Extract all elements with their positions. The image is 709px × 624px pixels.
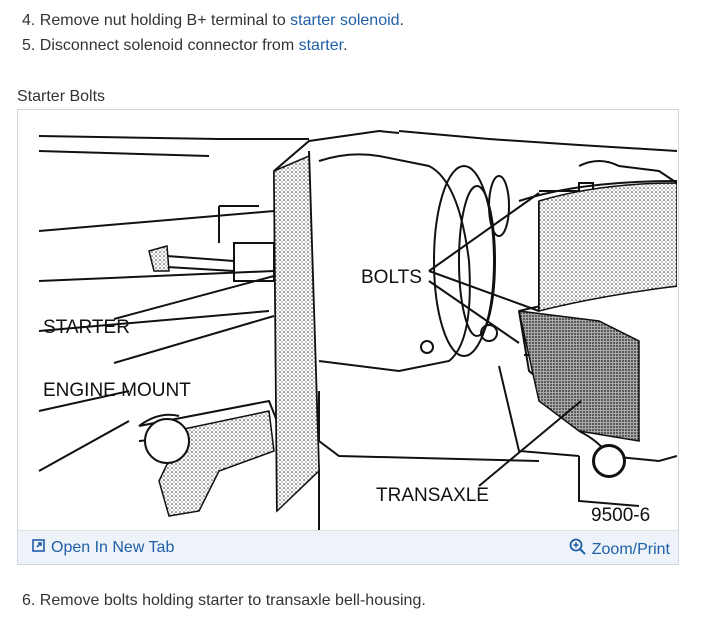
starter-solenoid-link[interactable]: starter solenoid bbox=[290, 12, 400, 29]
transaxle-cylinder bbox=[538, 182, 677, 312]
label-transaxle: TRANSAXLE bbox=[376, 485, 489, 506]
step-5-end: . bbox=[343, 37, 348, 54]
magnifier-plus-icon bbox=[569, 538, 587, 562]
step-6-number: 6. bbox=[22, 592, 36, 609]
transaxle-case bbox=[518, 310, 640, 442]
starter-flange bbox=[273, 154, 320, 513]
open-in-new-tab-link[interactable]: Open In New Tab bbox=[32, 538, 174, 558]
step-4-end: . bbox=[399, 12, 404, 29]
step-5: 5. Disconnect solenoid connector from st… bbox=[22, 36, 348, 56]
starter-link[interactable]: starter bbox=[298, 37, 344, 54]
figure-caption: Starter Bolts bbox=[17, 88, 106, 105]
label-figure-number: 9500-6 bbox=[591, 505, 650, 526]
leader-lines bbox=[113, 192, 582, 487]
open-new-tab-icon bbox=[32, 538, 46, 558]
step-5-text: Disconnect solenoid connector from bbox=[39, 37, 299, 54]
mount-nut bbox=[593, 445, 625, 477]
stud-tip bbox=[148, 245, 170, 272]
label-starter: STARTER bbox=[43, 317, 130, 338]
step-4-text: Remove nut holding B+ terminal to bbox=[39, 12, 291, 29]
step-5-number: 5. bbox=[22, 37, 36, 54]
label-bolts: BOLTS bbox=[361, 267, 422, 288]
starter-bolts-diagram[interactable]: STARTER ENGINE MOUNT BOLTS TRANSAXLE 950… bbox=[19, 111, 677, 531]
step-6: 6. Remove bolts holding starter to trans… bbox=[22, 591, 426, 611]
zoom-print-link[interactable]: Zoom/Print bbox=[569, 538, 670, 562]
zoom-print-label: Zoom/Print bbox=[591, 541, 670, 558]
mount-bushing bbox=[144, 418, 190, 464]
figure-container: STARTER ENGINE MOUNT BOLTS TRANSAXLE 950… bbox=[17, 109, 679, 565]
step-4: 4. Remove nut holding B+ terminal to sta… bbox=[22, 11, 404, 31]
step-4-number: 4. bbox=[22, 12, 36, 29]
label-engine-mount: ENGINE MOUNT bbox=[43, 380, 191, 401]
figure-footer: Open In New Tab Zoom/Print bbox=[18, 530, 678, 564]
step-6-text: Remove bolts holding starter to transaxl… bbox=[39, 592, 426, 609]
open-in-new-tab-label: Open In New Tab bbox=[51, 539, 175, 556]
